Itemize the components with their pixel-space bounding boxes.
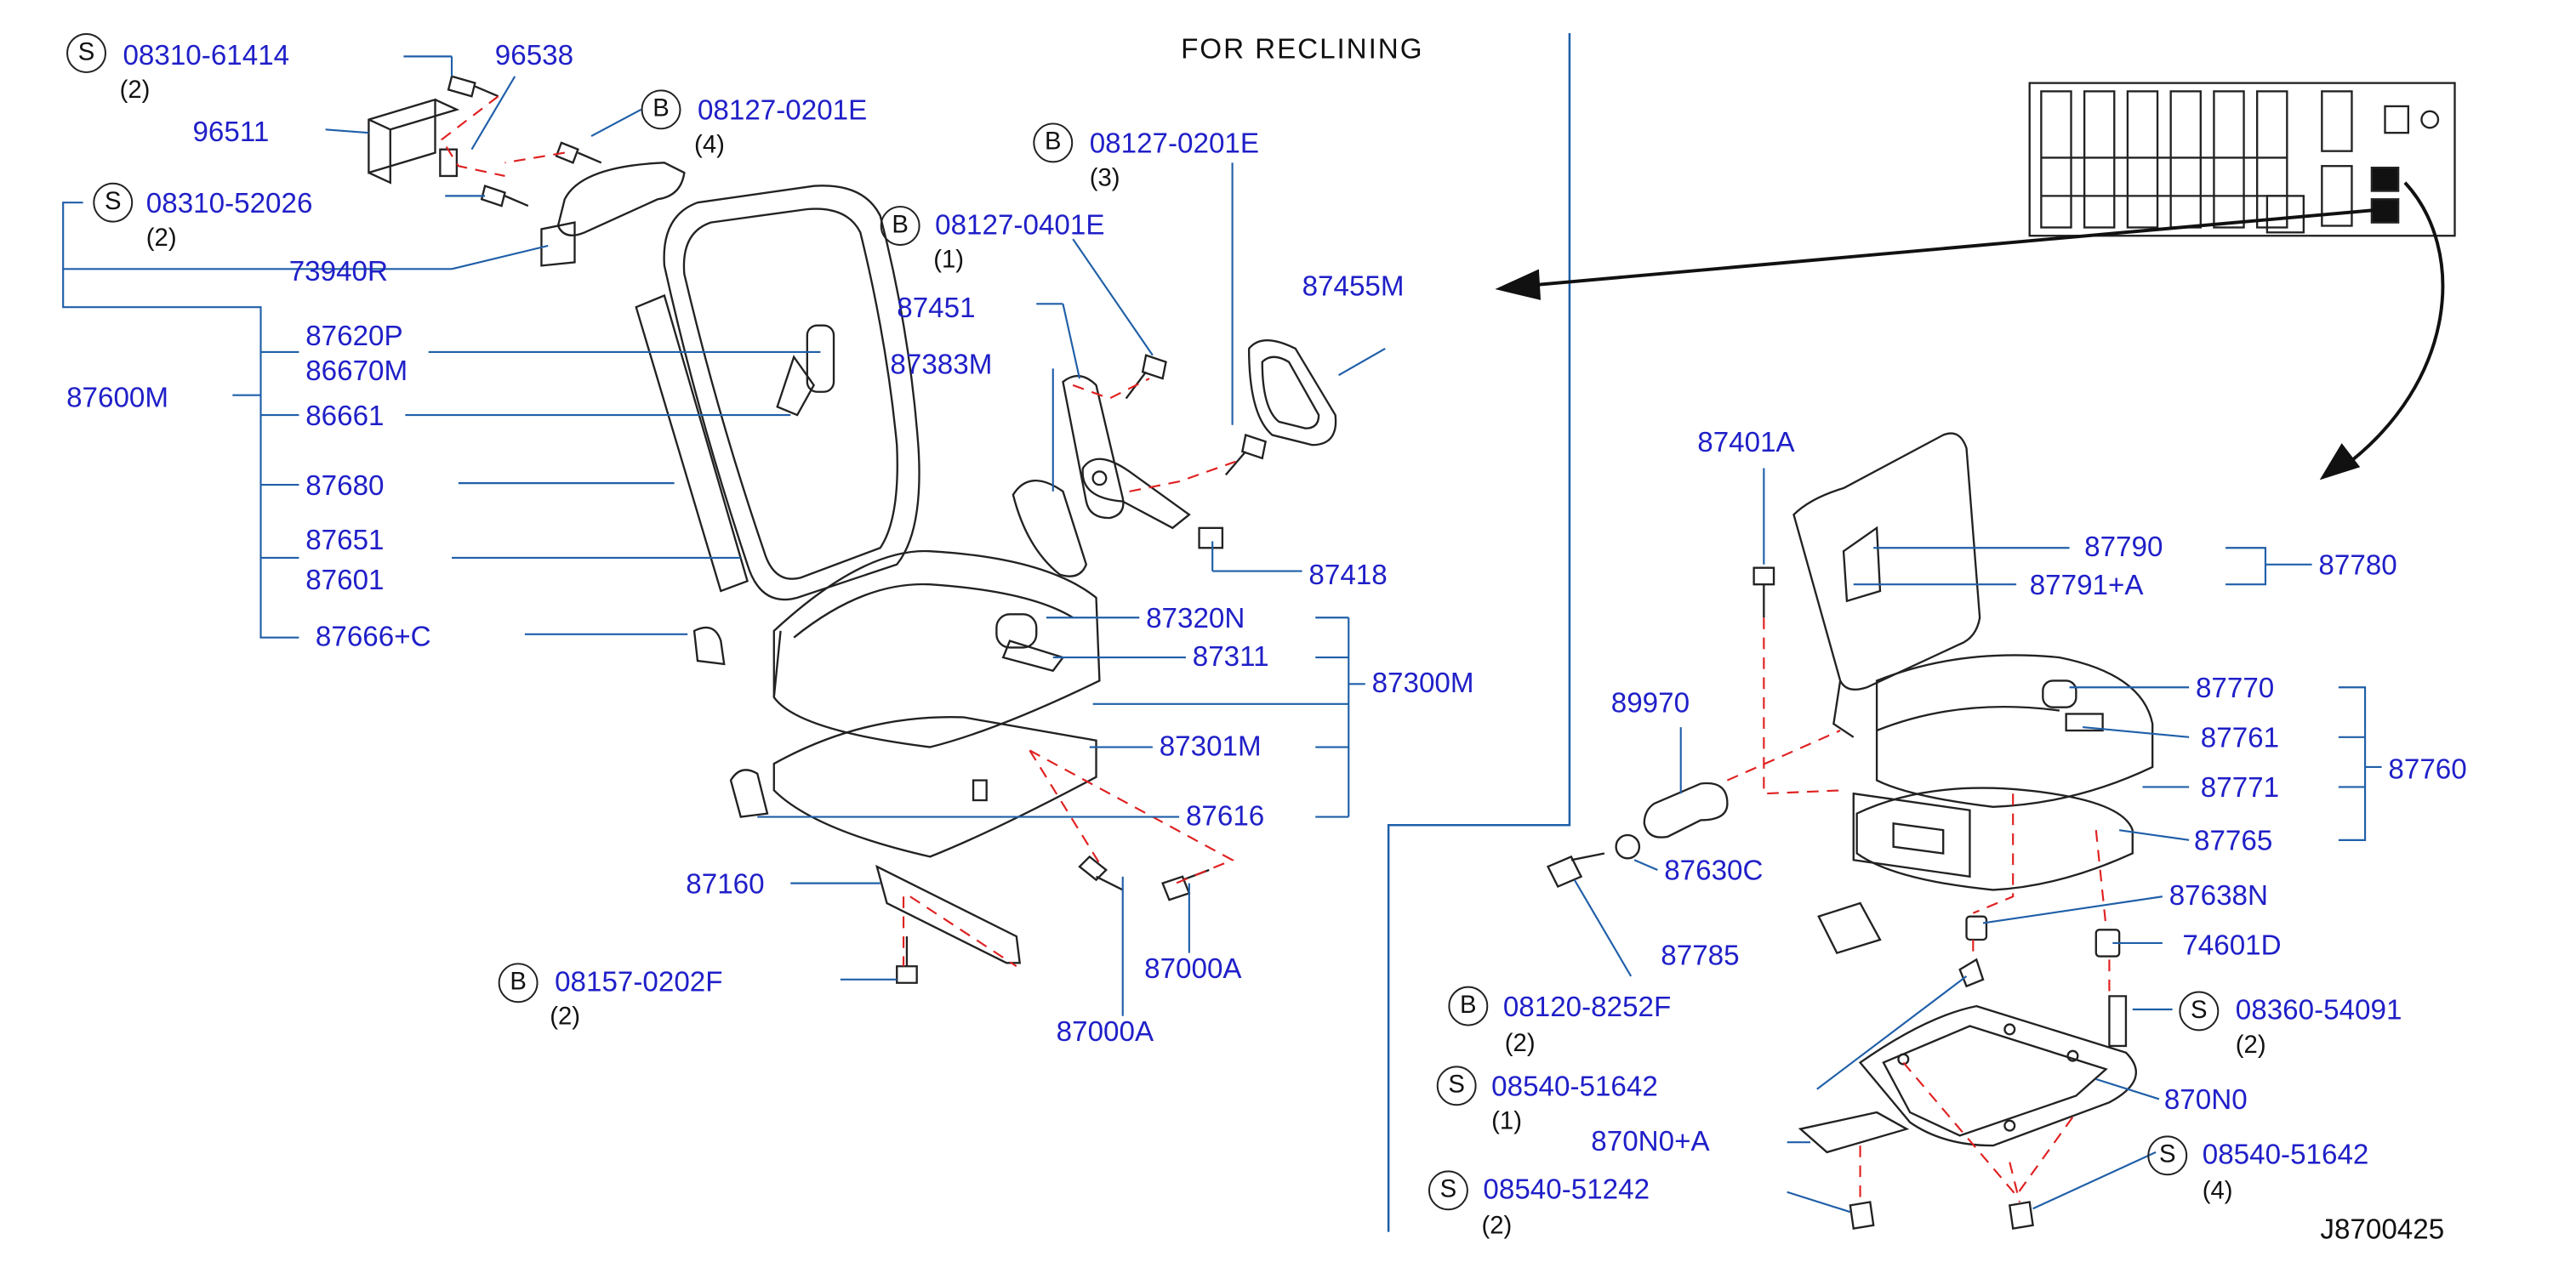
callout-label[interactable]: 87311	[1192, 640, 1269, 673]
grab-handle	[556, 162, 686, 236]
callout-qty: (2)	[1504, 1029, 1536, 1058]
callout-qty: (3)	[1089, 164, 1120, 193]
callout-qty: (2)	[145, 224, 177, 253]
callout-prefix: S	[2179, 991, 2220, 1032]
callout-qty: (2)	[119, 76, 151, 105]
callout-label[interactable]: 87000A	[1056, 1015, 1154, 1048]
callout-label[interactable]: 87680	[305, 469, 385, 502]
callout-label[interactable]: 87383M	[890, 348, 993, 381]
diagram-drawing	[62, 33, 2456, 1232]
callout-label[interactable]: 96511	[192, 116, 270, 148]
callout-qty: (1)	[1491, 1107, 1522, 1136]
vehicle-layout-icon	[2028, 82, 2456, 237]
callout-label[interactable]: 87761	[2200, 722, 2280, 754]
callout-label[interactable]: 87785	[1661, 940, 1740, 972]
callout-label[interactable]: 87790	[2084, 531, 2163, 563]
callout-prefix: B	[498, 963, 539, 1003]
callout-label[interactable]: 87651	[305, 524, 385, 557]
callout-label[interactable]: 89970	[1610, 687, 1690, 719]
seat-back-left	[635, 185, 920, 601]
callout-label[interactable]: 08127-0401E	[935, 208, 1105, 242]
callout-prefix: S	[66, 33, 106, 73]
callout-qty: (2)	[1481, 1212, 1513, 1241]
callout-qty: (1)	[933, 245, 965, 275]
mount-bracket	[875, 864, 1022, 964]
callout-prefix: S	[1436, 1066, 1477, 1106]
callout-prefix: S	[2147, 1135, 2188, 1176]
callout-label[interactable]: 87455M	[1302, 270, 1405, 303]
callout-label[interactable]: 87791+A	[2029, 569, 2144, 601]
parts-diagram: FOR RECLINING J8700425 S 08310-61414 (2)…	[62, 33, 2467, 1245]
section-title: FOR RECLINING	[1181, 33, 1424, 65]
callout-label[interactable]: 87451	[897, 292, 976, 324]
assembly-lines	[440, 95, 2111, 1202]
callout-label[interactable]: 08540-51242	[1483, 1174, 1650, 1206]
callout-qty: (2)	[550, 1003, 581, 1032]
callout-label[interactable]: 87000A	[1144, 952, 1242, 985]
callout-label[interactable]: 870N0	[2163, 1083, 2248, 1116]
callout-label[interactable]: 87760	[2388, 753, 2467, 786]
callout-prefix: B	[1448, 986, 1489, 1026]
callout-qty: (4)	[694, 131, 725, 160]
plate-870N0A	[1798, 1111, 1910, 1154]
callout-label[interactable]: 87600M	[66, 382, 169, 414]
callout-prefix: S	[93, 182, 134, 223]
callout-label[interactable]: 08540-51642	[2202, 1139, 2369, 1171]
callout-label[interactable]: 96538	[494, 39, 574, 71]
callout-label[interactable]: 86661	[305, 400, 385, 432]
callout-prefix: B	[641, 89, 681, 130]
callout-label[interactable]: 08127-0201E	[697, 94, 868, 127]
leader-lines	[62, 55, 2382, 1214]
callout-label[interactable]: 87780	[2318, 549, 2397, 582]
callout-label[interactable]: 87300M	[1371, 667, 1474, 699]
callout-label[interactable]: 08360-54091	[2235, 994, 2402, 1026]
callout-label[interactable]: 87320N	[1146, 602, 1245, 634]
recliner-mechanism	[1012, 339, 1337, 577]
callout-label[interactable]: 74601D	[2182, 929, 2282, 962]
callout-label[interactable]: 87638N	[2169, 879, 2268, 912]
callout-label[interactable]: 08120-8252F	[1502, 991, 1672, 1023]
rod-89970	[1643, 782, 1729, 838]
callout-prefix: B	[1033, 122, 1074, 163]
callout-label[interactable]: 08310-61414	[123, 39, 290, 71]
callout-label[interactable]: 87666+C	[315, 621, 431, 653]
callout-prefix: B	[880, 206, 920, 246]
callout-qty: (4)	[2202, 1177, 2233, 1206]
callout-label[interactable]: 87601	[305, 564, 385, 596]
seat-cushion-left	[729, 549, 1101, 858]
callout-label[interactable]: 87770	[2195, 672, 2275, 704]
callout-label[interactable]: 87616	[1185, 800, 1265, 833]
callout-label[interactable]: 87620P	[305, 320, 403, 352]
reference-code: J8700425	[2320, 1214, 2445, 1246]
callout-label[interactable]: 87630C	[1664, 855, 1764, 887]
base-plate	[1858, 1004, 2137, 1147]
callout-qty: (2)	[2235, 1031, 2266, 1060]
callout-label[interactable]: 87771	[2200, 771, 2280, 804]
callout-label[interactable]: 08157-0202F	[555, 966, 723, 998]
callout-label[interactable]: 08540-51642	[1491, 1071, 1658, 1103]
callout-label[interactable]: 87401A	[1697, 426, 1795, 458]
callout-label[interactable]: 73940R	[288, 255, 388, 287]
callout-label[interactable]: 870N0+A	[1591, 1125, 1710, 1157]
callout-label[interactable]: 08127-0201E	[1089, 128, 1260, 160]
callout-label[interactable]: 87418	[1308, 559, 1388, 592]
callout-label[interactable]: 87765	[2193, 825, 2273, 857]
section-divider	[1387, 33, 1571, 1232]
callout-label[interactable]: 87160	[686, 868, 765, 901]
callout-label[interactable]: 08310-52026	[145, 187, 313, 219]
callout-label[interactable]: 87301M	[1159, 730, 1262, 763]
seat-right	[1792, 432, 2154, 958]
callout-label[interactable]: 86670M	[305, 355, 408, 387]
callout-prefix: S	[1428, 1170, 1468, 1211]
